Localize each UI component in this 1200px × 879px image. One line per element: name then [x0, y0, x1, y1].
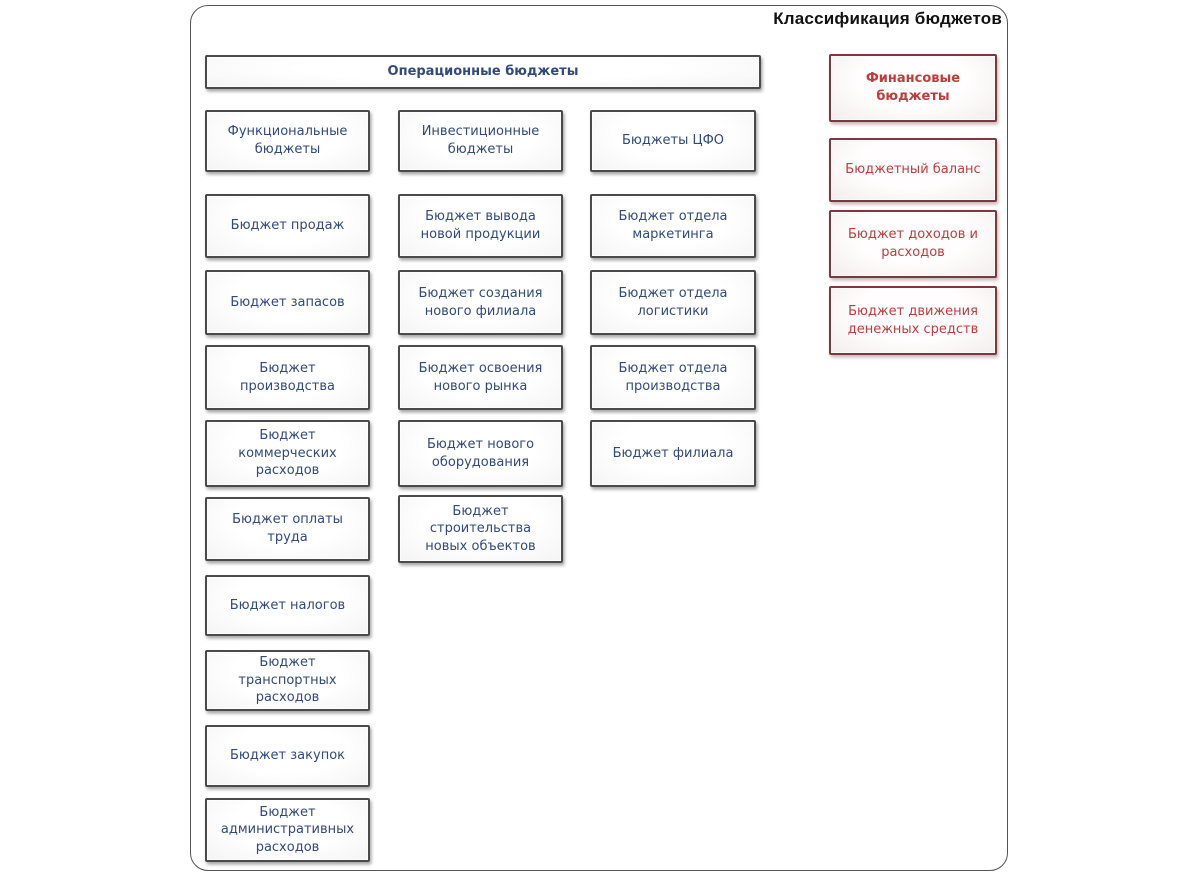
box-administrative-expenses-budget: Бюджет административных расходов — [205, 798, 370, 862]
box-branch-budget: Бюджет филиала — [590, 420, 756, 487]
box-new-branch-creation-budget: Бюджет создания нового филиала — [398, 270, 563, 335]
box-investment-budgets: Инвестиционные бюджеты — [398, 110, 563, 172]
box-income-expense-budget: Бюджет доходов и расходов — [829, 210, 997, 278]
box-production-department-budget: Бюджет отдела производства — [590, 345, 756, 410]
page-title: Классификация бюджетов — [773, 9, 1002, 28]
box-budget-balance: Бюджетный баланс — [829, 138, 997, 202]
box-tax-budget: Бюджет налогов — [205, 575, 370, 636]
box-sales-budget: Бюджет продаж — [205, 194, 370, 258]
box-procurement-budget: Бюджет закупок — [205, 725, 370, 787]
box-cfo-budgets: Бюджеты ЦФО — [590, 110, 756, 172]
box-financial-budgets: Финансовые бюджеты — [829, 54, 997, 122]
box-new-facilities-construction-budget: Бюджет строительства новых объектов — [398, 495, 563, 563]
box-logistics-department-budget: Бюджет отдела логистики — [590, 270, 756, 335]
box-new-product-launch-budget: Бюджет вывода новой продукции — [398, 194, 563, 258]
box-production-budget: Бюджет производства — [205, 345, 370, 410]
box-operational-budgets: Операционные бюджеты — [205, 55, 761, 89]
box-commercial-expenses-budget: Бюджет коммерческих расходов — [205, 420, 370, 487]
box-new-market-development-budget: Бюджет освоения нового рынка — [398, 345, 563, 410]
box-inventory-budget: Бюджет запасов — [205, 270, 370, 335]
box-marketing-department-budget: Бюджет отдела маркетинга — [590, 194, 756, 258]
box-payroll-budget: Бюджет оплаты труда — [205, 497, 370, 561]
box-new-equipment-budget: Бюджет нового оборудования — [398, 420, 563, 487]
box-cash-flow-budget: Бюджет движения денежных средств — [829, 286, 997, 355]
box-functional-budgets: Функциональные бюджеты — [205, 110, 370, 172]
box-transport-expenses-budget: Бюджет транспортных расходов — [205, 650, 370, 711]
